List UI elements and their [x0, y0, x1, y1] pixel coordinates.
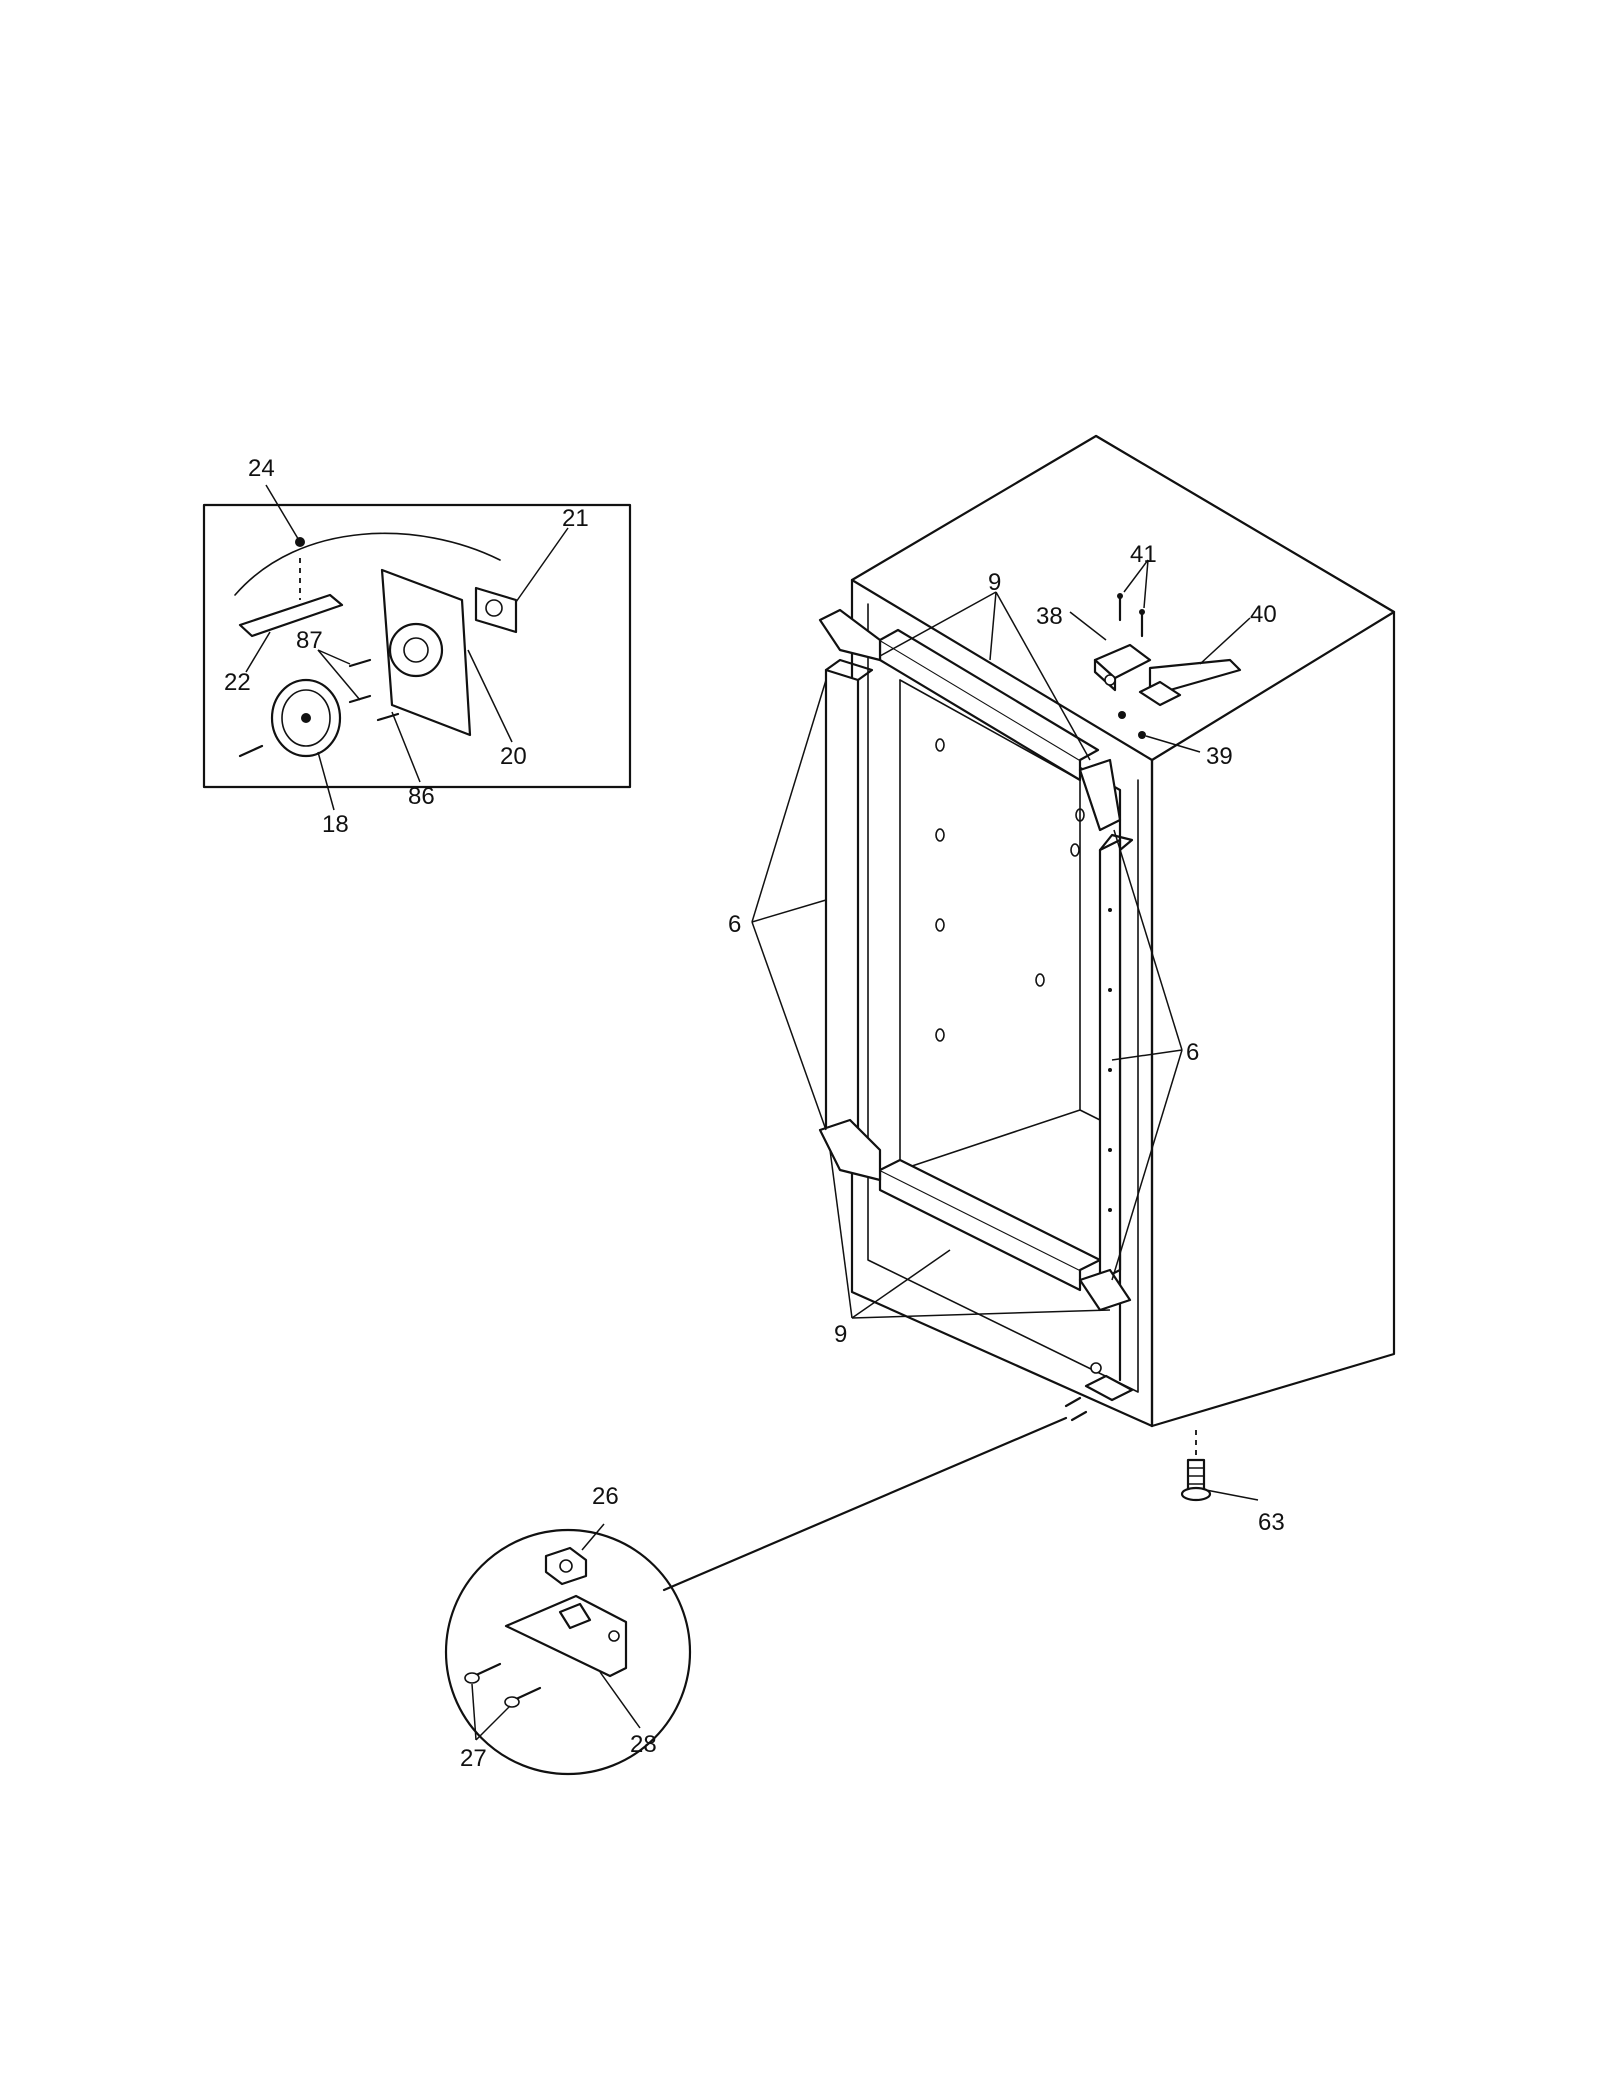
bottom-hinge-small [1064, 1362, 1134, 1422]
callout-40: 40 [1250, 601, 1277, 628]
callout-6-right: 6 [1186, 1039, 1199, 1066]
callout-86: 86 [408, 783, 435, 810]
callout-18: 18 [322, 811, 349, 838]
breaker-strip-bottom [878, 1158, 1102, 1292]
callout-26: 26 [592, 1483, 619, 1510]
callout-9-bottom: 9 [834, 1321, 847, 1348]
liner-holes [935, 738, 1085, 1042]
leveling-leg [1180, 1430, 1212, 1502]
callout-39: 39 [1206, 743, 1233, 770]
callout-87: 87 [296, 627, 323, 654]
callout-labels: 24 21 87 22 20 18 86 41 9 38 40 39 6 6 9… [224, 455, 1285, 1772]
hinge-detail-circle [444, 1416, 1068, 1776]
callout-38: 38 [1036, 603, 1063, 630]
freezer-cabinet [850, 434, 1396, 1428]
callout-28: 28 [630, 1731, 657, 1758]
callout-9-top: 9 [988, 569, 1001, 596]
callout-20: 20 [500, 743, 527, 770]
screw-icon [1117, 593, 1145, 638]
callout-22: 22 [224, 669, 251, 696]
callout-27: 27 [460, 1745, 487, 1772]
callout-6-left: 6 [728, 911, 741, 938]
top-hinge-assembly [1093, 593, 1242, 739]
control-inset [202, 503, 632, 789]
corner-pieces [818, 608, 1132, 1312]
leader-lines [245, 484, 1259, 1741]
callout-63: 63 [1258, 1509, 1285, 1536]
strip-rivets [1108, 908, 1112, 1212]
callout-41: 41 [1130, 541, 1157, 568]
breaker-strip-left [824, 658, 874, 1142]
breaker-strip-right [1098, 833, 1134, 1282]
callout-24: 24 [248, 455, 275, 482]
callout-21: 21 [562, 505, 589, 532]
